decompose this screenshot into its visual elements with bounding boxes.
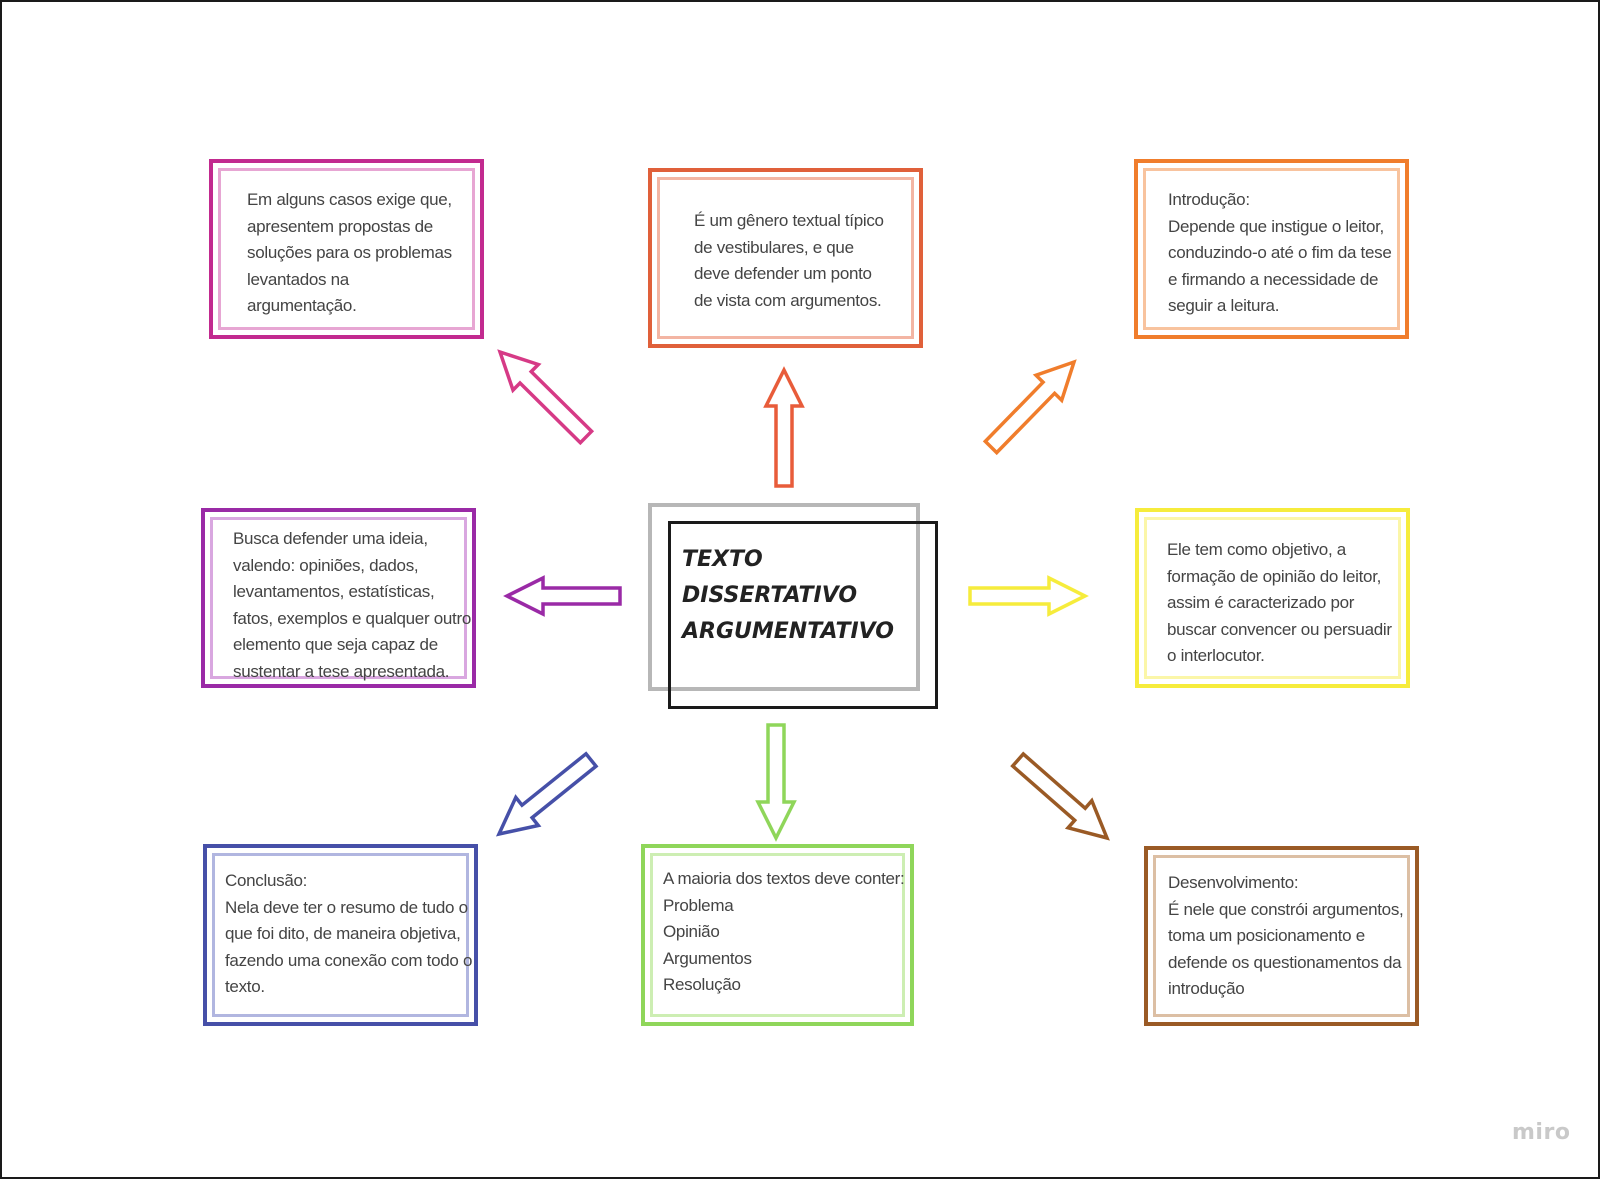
arrow-top-right[interactable] (982, 359, 1077, 456)
box-bottom-right-text: Desenvolvimento: É nele que constrói arg… (1168, 873, 1404, 998)
center-node-title: TEXTO DISSERTATIVO ARGUMENTATIVO (682, 547, 894, 644)
box-top-center-inner-border (657, 177, 914, 339)
arrow-top-center[interactable] (763, 366, 805, 488)
box-bottom-left[interactable]: Conclusão: Nela deve ter o resumo de tud… (203, 844, 478, 1026)
arrow-bottom-right[interactable] (1010, 751, 1110, 841)
box-top-left-inner-border (218, 168, 475, 330)
box-mid-right-text: Ele tem como objetivo, a formação de opi… (1167, 540, 1392, 665)
box-mid-right-inner-border (1144, 517, 1401, 679)
box-mid-left[interactable]: Busca defender uma ideia, valendo: opini… (201, 508, 476, 688)
arrow-mid-left[interactable] (503, 575, 622, 617)
box-bottom-right[interactable]: Desenvolvimento: É nele que constrói arg… (1144, 846, 1419, 1026)
box-mid-left-inner-border (210, 517, 467, 679)
arrow-bottom-center[interactable] (755, 723, 797, 842)
box-top-right[interactable]: Introdução: Depende que instigue o leito… (1134, 159, 1409, 339)
box-top-center[interactable]: É um gênero textual típico de vestibular… (648, 168, 923, 348)
box-bottom-center-text: A maioria dos textos deve conter: Proble… (663, 869, 905, 994)
box-bottom-center-inner-border (650, 853, 905, 1017)
center-node-shadow-box (648, 503, 920, 691)
box-bottom-right-inner-border (1153, 855, 1410, 1017)
box-mid-left-text: Busca defender uma ideia, valendo: opini… (233, 529, 471, 681)
arrow-mid-right[interactable] (968, 575, 1089, 617)
box-top-right-inner-border (1143, 168, 1400, 330)
box-bottom-center[interactable]: A maioria dos textos deve conter: Proble… (641, 844, 914, 1026)
box-mid-right[interactable]: Ele tem como objetivo, a formação de opi… (1135, 508, 1410, 688)
box-top-left-text: Em alguns casos exige que, apresentem pr… (247, 190, 452, 315)
miro-logo-text: miro (1512, 1120, 1571, 1145)
box-bottom-left-text: Conclusão: Nela deve ter o resumo de tud… (225, 871, 473, 996)
box-top-right-text: Introdução: Depende que instigue o leito… (1168, 190, 1392, 315)
center-node-box[interactable] (668, 521, 938, 709)
arrow-top-left[interactable] (497, 349, 595, 446)
box-top-center-text: É um gênero textual típico de vestibular… (694, 211, 884, 310)
box-top-left[interactable]: Em alguns casos exige que, apresentem pr… (209, 159, 484, 339)
box-bottom-left-inner-border (212, 853, 469, 1017)
arrow-bottom-left[interactable] (495, 751, 599, 837)
